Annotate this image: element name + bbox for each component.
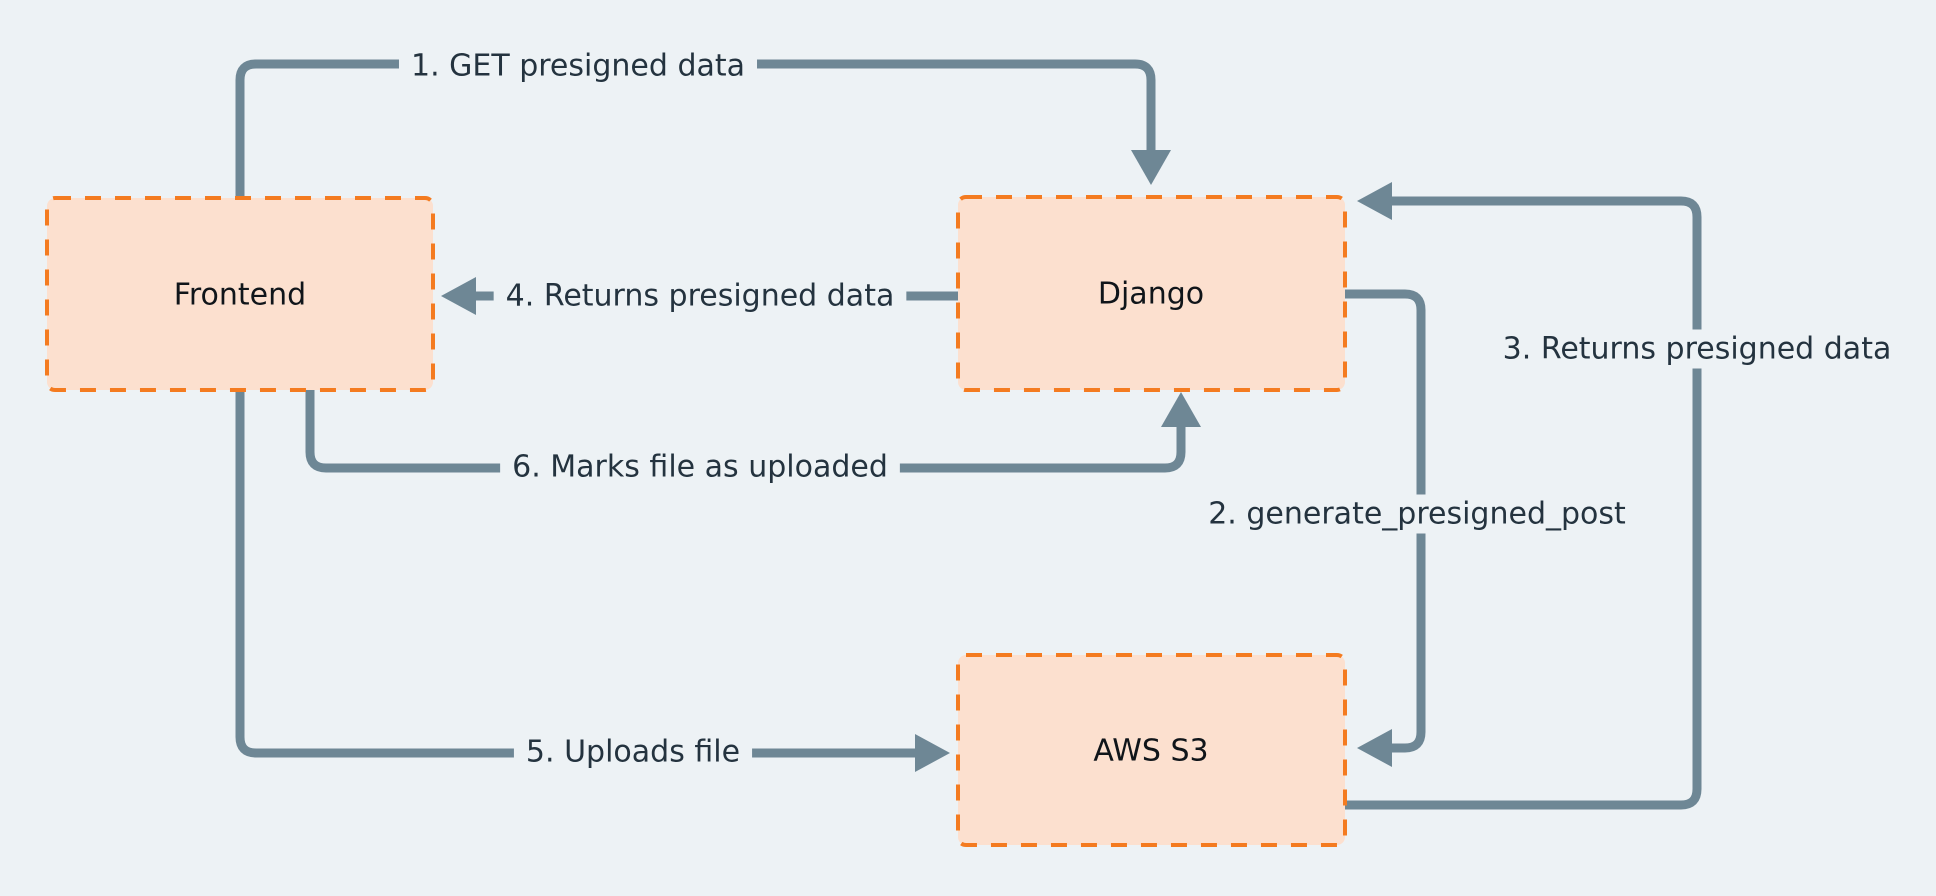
node-aws-s3[interactable]: AWS S3 [956, 653, 1347, 847]
edge-1-get-presigned-data: 1. GET presigned data [235, 46, 1171, 203]
edge-1-arrowhead [1131, 150, 1171, 185]
edge-6-label-backdrop [500, 447, 900, 487]
edge-4-arrowhead [441, 277, 476, 315]
edge-5-path [235, 385, 925, 758]
edge-5-uploads-file: 5. Uploads file [235, 385, 950, 772]
edge-1-label-backdrop [398, 46, 758, 86]
node-aws-s3-label: AWS S3 [1093, 734, 1208, 769]
node-django-shape[interactable] [956, 195, 1347, 392]
node-aws-s3-shape[interactable] [956, 653, 1347, 847]
node-frontend[interactable]: Frontend [45, 196, 435, 392]
node-frontend-shape[interactable] [45, 196, 435, 392]
edge-3-label: 3. Returns presigned data [1503, 332, 1892, 367]
edge-6-label: 6. Marks file as uploaded [512, 450, 888, 485]
edge-5-arrowhead [915, 734, 950, 772]
edge-5-label: 5. Uploads file [526, 735, 740, 770]
edge-2-generate-presigned-post: 2. generate_presigned_post [1196, 289, 1639, 767]
edge-3-arrowhead [1357, 182, 1392, 220]
edge-4-label: 4. Returns presigned data [506, 279, 895, 314]
edge-2-label-backdrop [1196, 494, 1639, 534]
edge-2-arrowhead [1357, 729, 1392, 767]
edge-5-label-backdrop [513, 732, 753, 772]
edge-6-arrowhead [1161, 392, 1201, 427]
node-django-label: Django [1098, 277, 1204, 312]
edge-3-path [1340, 196, 1702, 810]
edge-1-label: 1. GET presigned data [411, 49, 745, 84]
edge-6-marks-file-as-uploaded: 6. Marks file as uploaded [305, 385, 1201, 487]
edge-2-label: 2. generate_presigned_post [1208, 497, 1626, 532]
edge-4-label-backdrop [493, 276, 907, 316]
node-django[interactable]: Django [956, 195, 1347, 392]
edge-3-returns-presigned-data: 3. Returns presigned data [1340, 182, 1904, 810]
edge-4-returns-presigned-data: 4. Returns presigned data [441, 276, 963, 316]
node-frontend-label: Frontend [174, 278, 306, 313]
edge-3-label-backdrop [1490, 329, 1904, 369]
